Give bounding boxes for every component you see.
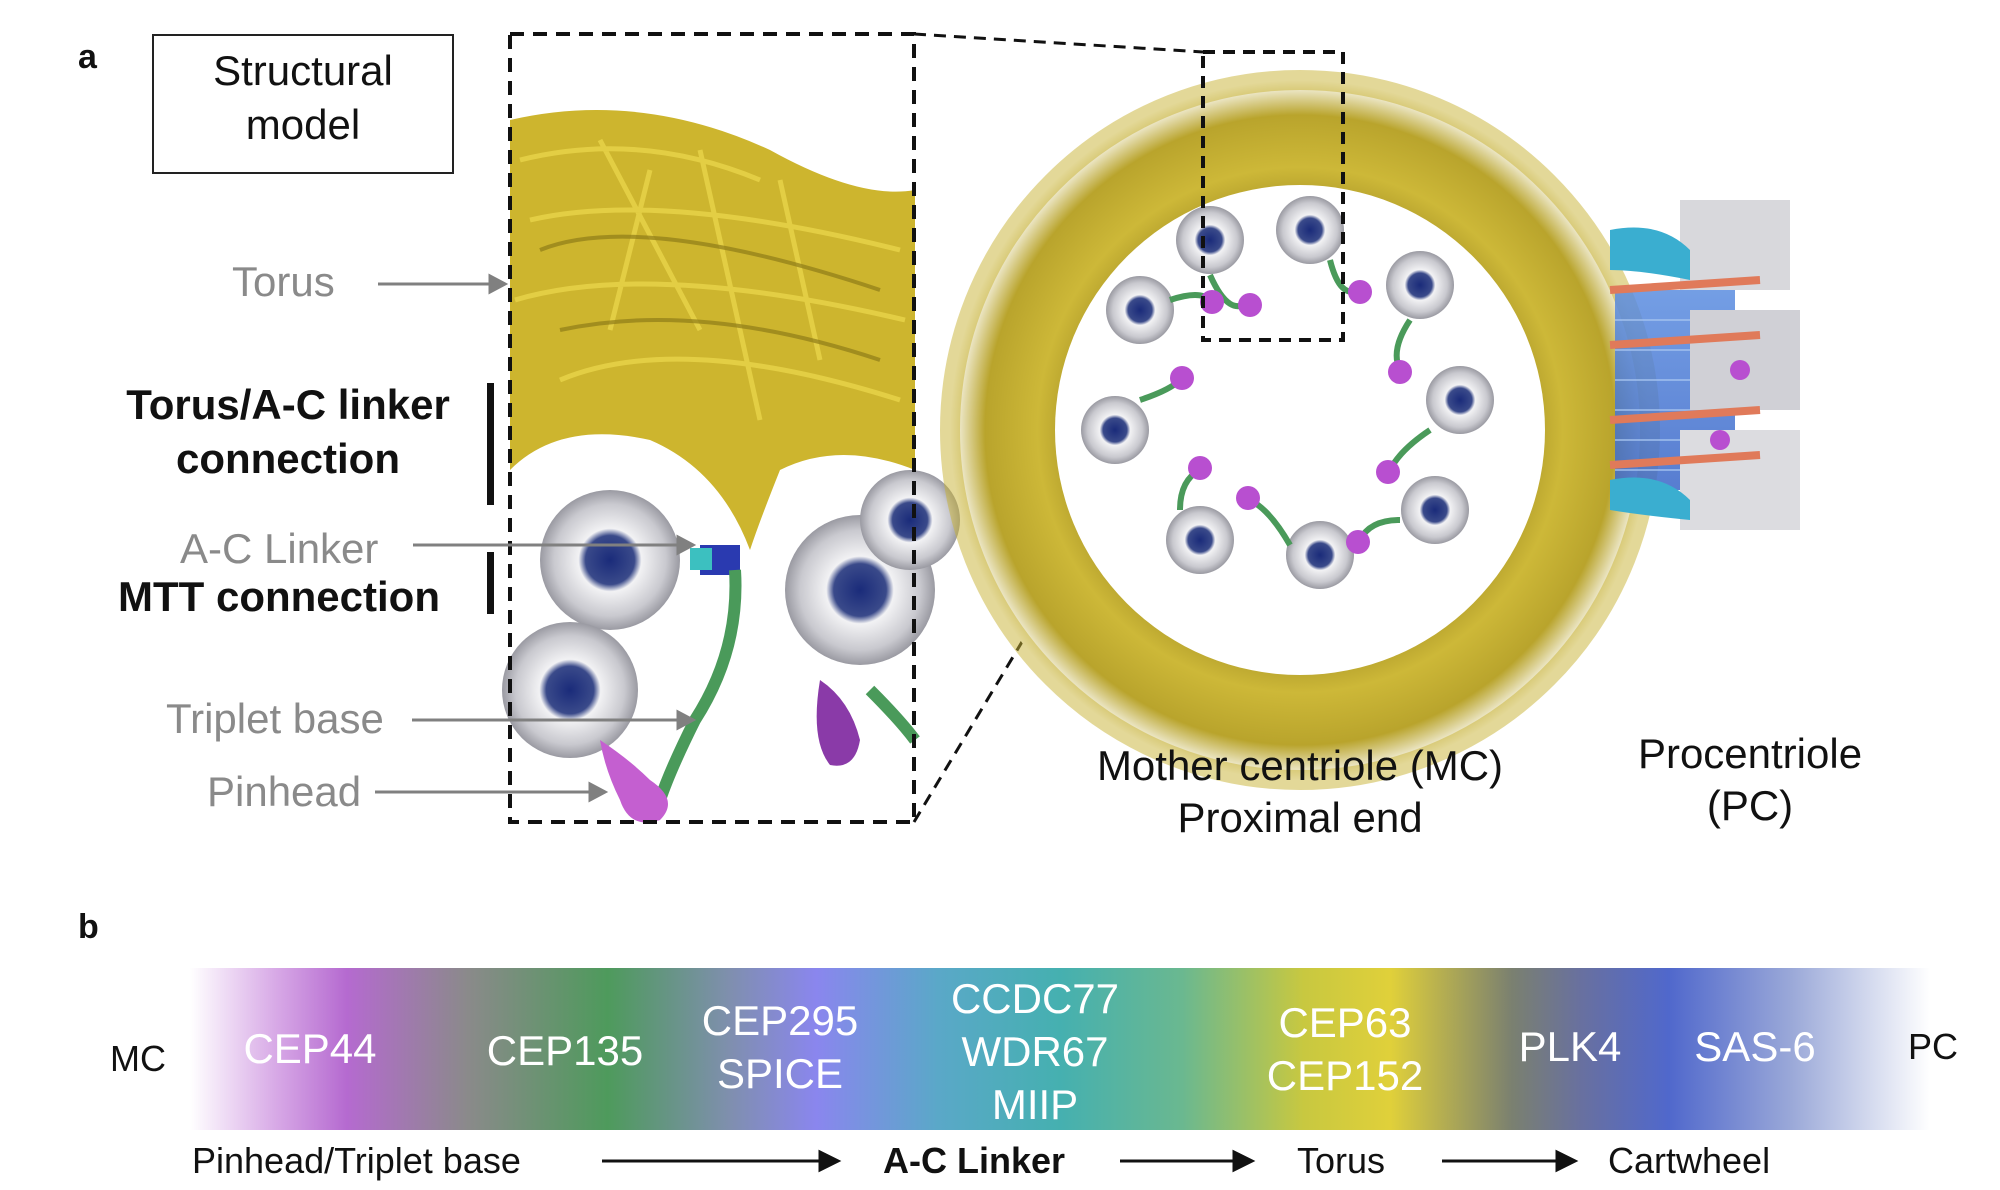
structural-model-box: Structural model — [152, 34, 454, 174]
panel-b-letter: b — [78, 908, 99, 946]
protein-cep152: CEP152 — [1266, 1052, 1424, 1099]
label-mtt-connection: MTT connection — [118, 573, 440, 620]
ring-zoom-box — [1201, 50, 1345, 342]
pc-caption-line2: (PC) — [1706, 782, 1794, 829]
protein-spice: SPICE — [716, 1050, 844, 1097]
label-pinhead: Pinhead — [207, 768, 362, 815]
protein-wdr67: WDR67 — [961, 1028, 1109, 1075]
pc-caption-line1: Procentriole — [1637, 730, 1863, 777]
protein-cep63: CEP63 — [1278, 999, 1412, 1046]
label-torus: Torus — [232, 258, 335, 305]
protein-cep135: CEP135 — [486, 1027, 644, 1074]
label-ac-linker: A-C Linker — [180, 525, 379, 572]
procentriole-image — [1609, 200, 1800, 530]
protein-plk4: PLK4 — [1518, 1023, 1622, 1070]
bar-left-end-mc: MC — [110, 1038, 166, 1079]
panel-a-letter: a — [78, 38, 97, 76]
label-torus-ac-line1: Torus/A-C linker — [126, 381, 450, 428]
inset-torus — [510, 110, 915, 550]
label-triplet-base: Triplet base — [166, 695, 384, 742]
inset-dashed-frame — [508, 32, 916, 824]
label-torus-ac-connection: Torus/A-C linker connection — [108, 378, 468, 486]
flow-step-cartwheel: Cartwheel — [1608, 1140, 1771, 1181]
protein-cep63-cep152: CEP63 CEP152 — [1255, 996, 1435, 1102]
protein-linker-group: CCDC77 WDR67 MIIP — [935, 972, 1135, 1131]
zoom-inset — [502, 110, 960, 823]
mother-centriole-caption: Mother centriole (MC) Proximal end — [1060, 740, 1540, 844]
mother-centriole-image — [940, 70, 1660, 790]
protein-cep295-spice: CEP295 SPICE — [690, 994, 870, 1100]
protein-cep44: CEP44 — [243, 1025, 377, 1072]
box-title-line2: model — [245, 101, 361, 148]
mc-caption-line2: Proximal end — [1177, 794, 1423, 841]
flow-step-ac-linker: A-C Linker — [883, 1140, 1066, 1181]
protein-cep295: CEP295 — [701, 997, 859, 1044]
protein-sas6: SAS-6 — [1694, 1023, 1816, 1070]
bar-right-end-pc: PC — [1908, 1026, 1959, 1067]
box-title-line1: Structural — [213, 47, 393, 94]
procentriole-caption: Procentriole (PC) — [1600, 728, 1900, 832]
protein-miip: MIIP — [991, 1081, 1079, 1128]
label-torus-ac-line2: connection — [175, 435, 400, 482]
protein-ccdc77: CCDC77 — [950, 975, 1120, 1022]
flow-step-torus: Torus — [1297, 1140, 1386, 1181]
flow-step-pinhead-triplet: Pinhead/Triplet base — [192, 1140, 521, 1181]
mc-caption-line1: Mother centriole (MC) — [1096, 742, 1504, 789]
protein-gradient-bar — [190, 968, 1930, 1130]
